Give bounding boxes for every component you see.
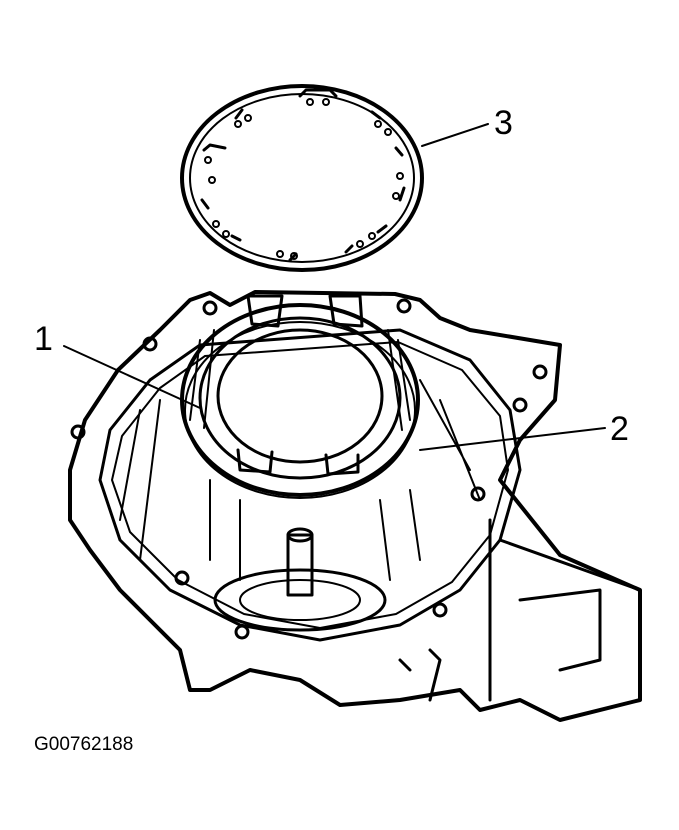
- callout-1: 1: [34, 320, 53, 358]
- leader-line-3: [421, 123, 489, 147]
- leader-lines: [63, 123, 606, 451]
- transmission-case: [68, 290, 642, 722]
- leader-line-2: [419, 427, 606, 451]
- clutch-housing: [180, 294, 420, 499]
- figure-id-label: G00762188: [34, 734, 134, 755]
- leader-line-1: [63, 345, 201, 409]
- retaining-ring: [180, 84, 424, 272]
- callout-2: 2: [610, 410, 629, 448]
- callout-3: 3: [494, 104, 513, 142]
